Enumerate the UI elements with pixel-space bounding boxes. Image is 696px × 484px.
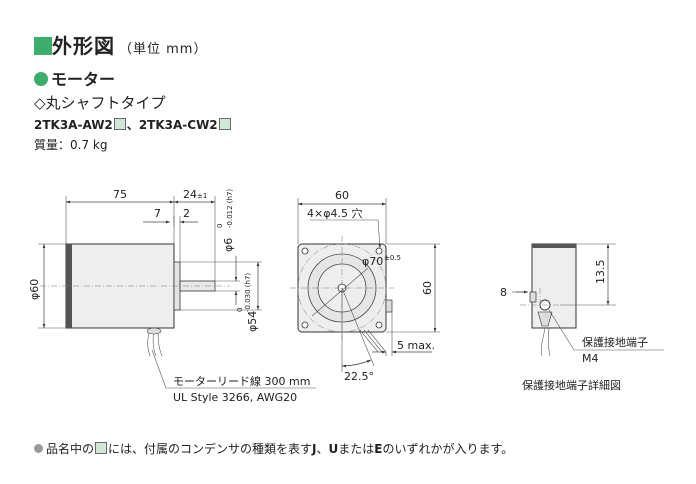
motor-heading: モーター <box>34 66 115 90</box>
model-separator: 、 <box>126 118 139 132</box>
detail-caption: 保護接地端子詳細図 <box>522 378 621 392</box>
footnote-sep1: 、 <box>316 442 329 456</box>
footnote-part2: には、付属のコンデンサの種類を表す <box>108 442 313 456</box>
footnote-mid: または <box>338 442 375 456</box>
detail-view: 8 13.5 保護接地端子 M4 保護接地端子詳細図 <box>500 243 664 392</box>
phi6-tol-lower: -0.012 (h7) <box>226 189 234 228</box>
unit-note: （単位 mm） <box>119 42 208 57</box>
terminal-label: 保護接地端子 <box>582 335 648 349</box>
side-view: 75 24 ±1 7 2 φ60 φ6 0 -0.012 (h7) φ54 0 … <box>28 188 316 404</box>
phi54-tol-lower: -0.030 (h7) <box>244 273 252 312</box>
green-circle-icon <box>34 72 48 86</box>
footnote-j: J <box>312 442 317 456</box>
phi54-tol-upper: 0 <box>236 308 244 312</box>
dim-shaft-length: 24 <box>183 188 197 201</box>
footnote: 品名中のには、付属のコンデンサの種類を表すJ、UまたはEのいずれかが入ります。 <box>34 440 513 457</box>
footnote-part1: 品名中の <box>46 442 95 456</box>
screw-label: M4 <box>582 352 599 365</box>
holes-label: 4×φ4.5 穴 <box>307 206 362 220</box>
dim-length: 75 <box>113 188 127 201</box>
dim-7: 7 <box>154 207 161 220</box>
dim-phi6: φ6 <box>222 238 235 252</box>
placeholder-square-icon <box>95 442 108 454</box>
footnote-e: E <box>374 442 383 456</box>
mounting-holes <box>301 247 383 329</box>
dim-phi60: φ60 <box>28 279 41 300</box>
dim-height: 60 <box>421 281 434 295</box>
placeholder-square-icon <box>113 118 126 130</box>
model-aw2: 2TK3A-AW2 <box>34 118 113 132</box>
lead-label-2: UL Style 3266, AWG20 <box>173 391 297 404</box>
terminal-leader-line <box>548 309 664 351</box>
lead-label-1: モーターリード線 300 mm <box>173 374 310 388</box>
motor-rear-cap <box>66 244 72 328</box>
gray-bullet-icon <box>34 444 43 453</box>
dim-13-5: 13.5 <box>594 260 607 285</box>
detail-body <box>531 243 577 329</box>
pcd-label: φ70 <box>362 255 383 268</box>
green-square-icon <box>34 37 52 55</box>
dim-2: 2 <box>183 207 190 220</box>
dim-phi54: φ54 <box>246 311 259 332</box>
pcd-tol: ±0.5 <box>384 254 401 262</box>
placeholder-square-icon <box>218 118 231 130</box>
section-title-text: 外形図 <box>52 34 115 58</box>
dim-angle: 22.5° <box>344 370 374 383</box>
dim-5max: 5 max. <box>397 339 435 352</box>
model-cw2: 2TK3A-CW2 <box>138 118 218 132</box>
motor-heading-text: モーター <box>51 70 116 89</box>
lead-bushing <box>146 327 162 335</box>
phi6-tol-upper: 0 <box>216 224 224 228</box>
front-view: 60 4×φ4.5 穴 φ70 ±0.5 60 5 max. 22.5° <box>290 189 440 383</box>
shaft-type-heading: ◇丸シャフトタイプ <box>34 94 166 112</box>
lead-leader-line <box>151 349 316 389</box>
section-title: 外形図 （単位 mm） <box>34 30 207 59</box>
dim-8: 8 <box>500 286 507 299</box>
footnote-u: U <box>328 442 339 456</box>
dim-width: 60 <box>335 189 349 202</box>
model-names: 2TK3A-AW2 、2TK3A-CW2 <box>34 116 232 133</box>
dim-shaft-tol: ±1 <box>197 192 207 200</box>
mass-label: 質量：0.7 kg <box>34 138 108 152</box>
footnote-part3: のいずれかが入ります。 <box>382 442 514 456</box>
